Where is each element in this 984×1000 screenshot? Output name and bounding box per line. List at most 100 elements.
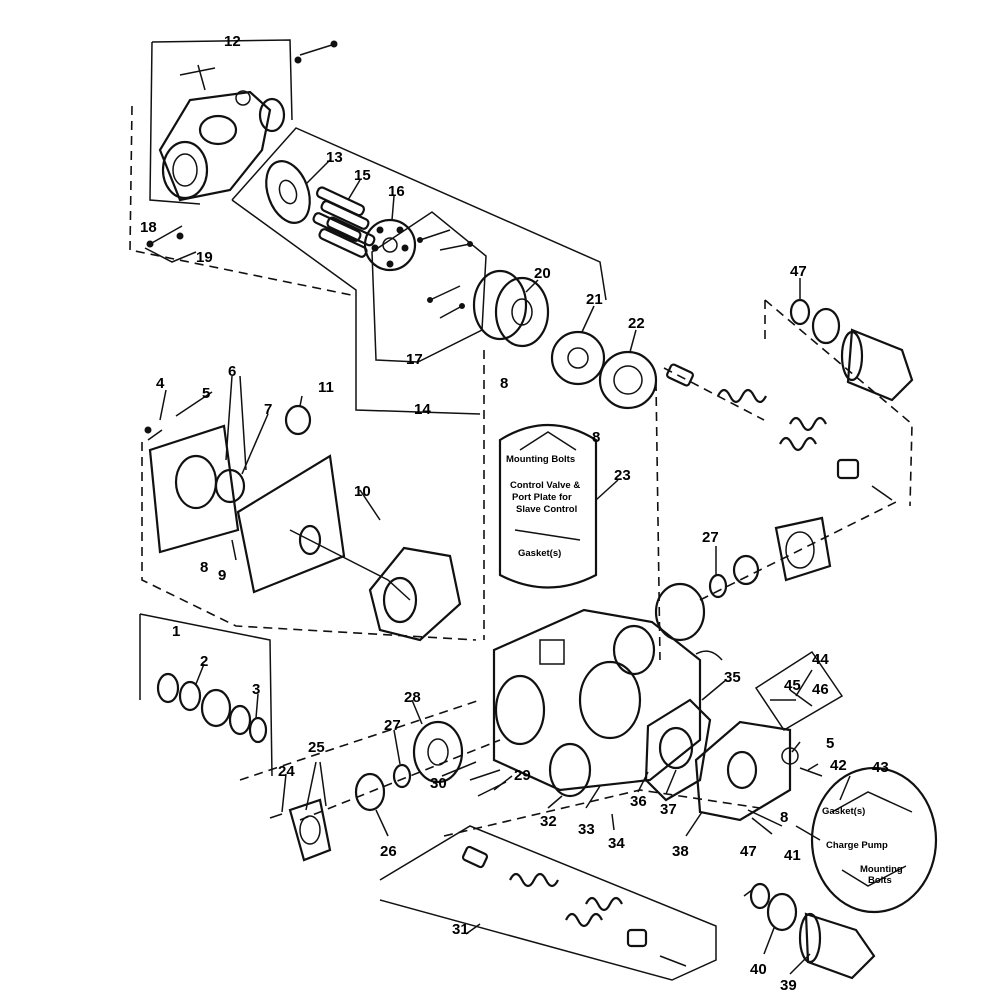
swashplate-bracket-10 — [368, 546, 462, 642]
callout-17: 17 — [406, 351, 423, 368]
guide-lower — [443, 789, 761, 837]
seal-6 — [214, 468, 246, 504]
callout-3: 3 — [252, 681, 260, 698]
callout-22: 22 — [628, 315, 645, 332]
seal-3b — [248, 716, 268, 744]
hardware-45-46 — [770, 689, 813, 707]
kit-43-outline — [810, 766, 938, 914]
valve-plate-hole — [567, 347, 589, 369]
callout-47-bottom: 47 — [740, 843, 757, 860]
callout-15: 15 — [354, 167, 371, 184]
front-cover-plate — [148, 424, 240, 554]
flange-right-bore — [785, 531, 815, 569]
bracket-19 — [144, 247, 197, 263]
o-ring-5-lower — [781, 747, 799, 765]
housing-bore-left — [494, 674, 546, 746]
guide-left-top — [129, 105, 357, 297]
bearing-26 — [354, 772, 386, 812]
bearing-plate-outer — [598, 350, 658, 410]
note-control-valve-2: Port Plate for — [512, 492, 572, 503]
spool-body — [666, 363, 694, 387]
note-mounting-bolts: Mounting Bolts — [506, 454, 575, 465]
bracket-17 — [371, 211, 487, 363]
end-cap-bolt — [299, 43, 336, 56]
pins-29-30 — [469, 769, 507, 797]
callout-36: 36 — [630, 793, 647, 810]
callout-47-top: 47 — [790, 263, 807, 280]
spool-nut — [836, 458, 860, 480]
seal-3a — [228, 704, 252, 736]
callout-7: 7 — [264, 401, 272, 418]
group-17-hardware — [371, 211, 487, 363]
note-mounting-1: Mounting — [860, 864, 903, 875]
callout-9: 9 — [218, 567, 226, 584]
kit-23-outline — [498, 424, 598, 589]
bearing-right — [732, 554, 760, 586]
lower-left-group — [239, 699, 507, 862]
callout-10: 10 — [354, 483, 371, 500]
screw-4 — [147, 429, 163, 441]
lower-dash-guides — [239, 699, 501, 821]
bolt-head — [330, 40, 338, 48]
drive-shaft — [289, 529, 411, 601]
cylinder-block-bore — [511, 298, 533, 326]
bracket-1 — [139, 613, 273, 777]
housing-port — [539, 639, 565, 665]
seal-2 — [200, 688, 232, 728]
lower-spring-c — [565, 912, 603, 928]
note-mounting-2: Bolts — [868, 875, 892, 886]
callout-24: 24 — [278, 763, 295, 780]
o-ring-27 — [392, 763, 412, 789]
callout-21: 21 — [586, 291, 603, 308]
fitting-18-head — [146, 240, 154, 248]
spool-screw — [871, 485, 893, 501]
lower-spring-a — [509, 872, 559, 888]
cylinder-block-front — [494, 276, 550, 348]
bolt-nut — [294, 56, 302, 64]
callout-6: 6 — [228, 363, 236, 380]
plug-cap — [846, 328, 914, 402]
fitting-18 — [149, 225, 183, 245]
callout-4: 4 — [156, 375, 165, 392]
note-charge-pump: Charge Pump — [826, 840, 888, 851]
callout-46: 46 — [812, 681, 829, 698]
housing-bore-top — [612, 624, 656, 676]
callout-5-top: 5 — [202, 385, 210, 402]
end-cap-screw — [179, 64, 216, 91]
guide-right-flange — [699, 499, 901, 601]
swashplate-13 — [265, 160, 311, 224]
spring-upper — [717, 388, 767, 404]
kit-23-hex — [519, 431, 577, 451]
valve-plate-ring — [550, 330, 606, 386]
flange-25-bore — [299, 815, 321, 845]
callout-41: 41 — [784, 847, 801, 864]
screw-24 — [269, 813, 283, 819]
callout-8-b: 8 — [592, 429, 600, 446]
group-12-end-cap-housing — [149, 39, 338, 205]
washer-2 — [178, 680, 202, 712]
thrust-plate-28-bore — [427, 738, 449, 766]
callout-25: 25 — [308, 739, 325, 756]
bearing-32 — [548, 742, 592, 798]
callout-33: 33 — [578, 821, 595, 838]
gasket-9 — [236, 454, 346, 594]
end-cap-boss — [198, 114, 238, 146]
callout-44: 44 — [812, 651, 829, 668]
plug-39 — [804, 912, 876, 980]
bearing-11 — [284, 404, 312, 436]
callout-8-a: 8 — [500, 375, 508, 392]
callout-37: 37 — [660, 801, 677, 818]
end-cap-bore-inner — [172, 153, 198, 187]
bracket-44 — [754, 650, 844, 732]
main-housing — [492, 608, 702, 798]
end-cap-bearing — [258, 97, 286, 133]
kit-23-gasket-line — [514, 529, 581, 541]
note-gaskets: Gasket(s) — [518, 548, 561, 559]
valve-plate-21 — [550, 330, 606, 386]
callout-8-d: 8 — [780, 809, 788, 826]
fitting-19 — [176, 232, 184, 240]
pump-plate-35 — [644, 698, 712, 802]
end-cap-bore — [161, 140, 209, 200]
end-cap-port — [235, 90, 251, 106]
swashplate-13-hole — [278, 179, 298, 205]
